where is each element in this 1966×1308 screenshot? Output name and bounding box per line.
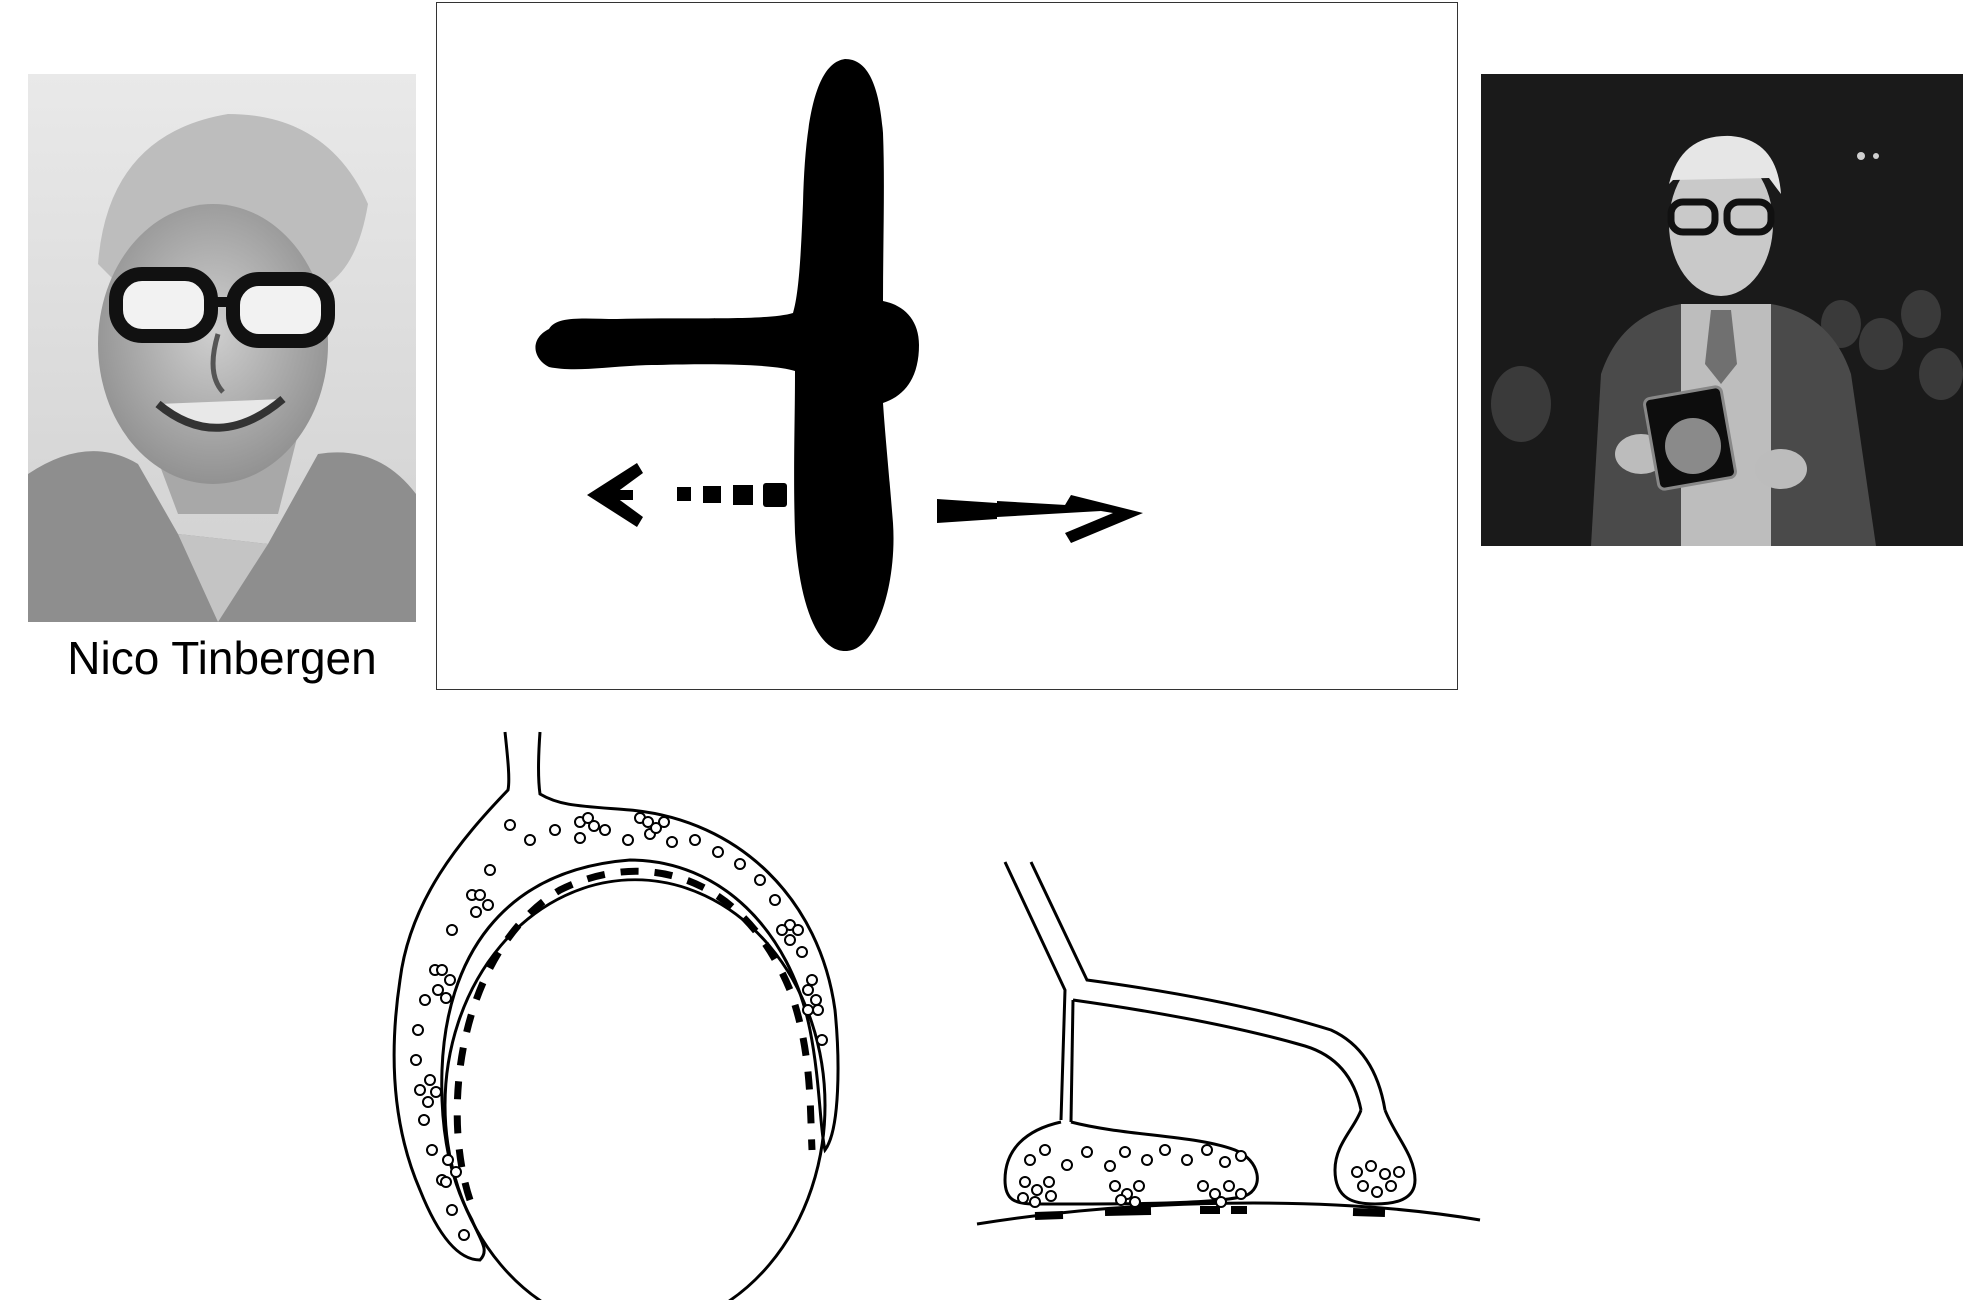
bird-silhouette (535, 59, 919, 652)
portrait-photo-left (28, 74, 416, 622)
synapse-diagram-left (380, 730, 860, 1300)
left-dashed-arrow (587, 463, 787, 527)
synapse-diagram-right (975, 860, 1487, 1240)
hawk-goose-silhouette-figure (436, 2, 1458, 690)
right-solid-arrow (937, 495, 1143, 543)
portrait-photo-right (1481, 74, 1963, 546)
portrait-caption: Nico Tinbergen (67, 632, 377, 684)
